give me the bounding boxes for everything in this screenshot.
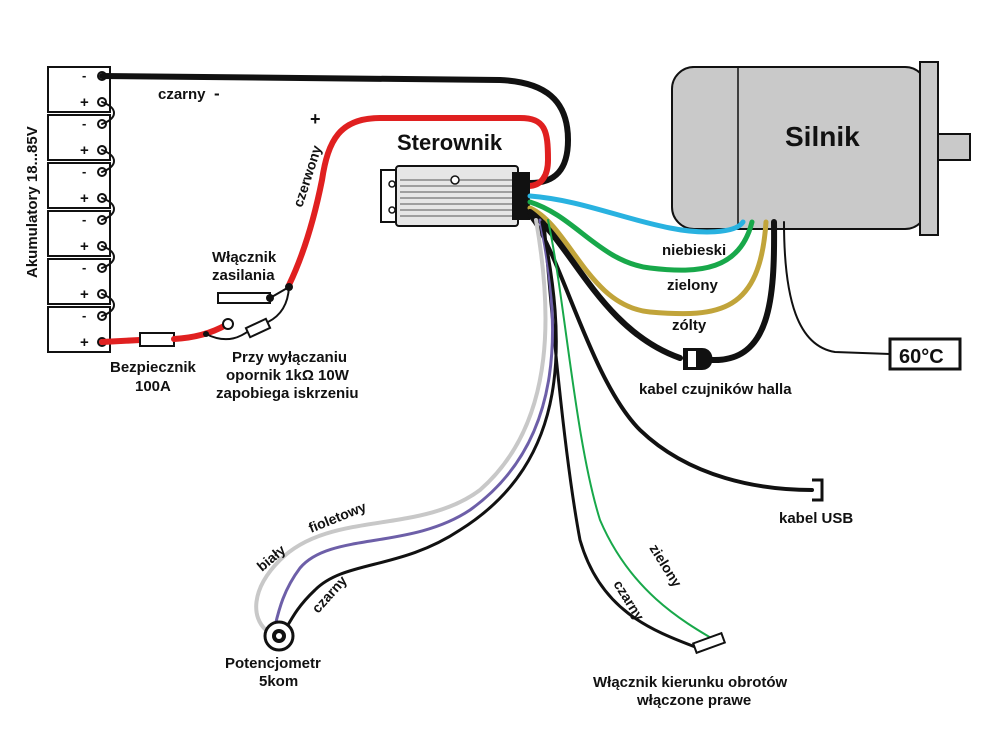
battery-cell: - + bbox=[47, 306, 111, 353]
label-czarny-top-sign: - bbox=[214, 84, 220, 103]
svg-text:+: + bbox=[80, 190, 89, 207]
wire-black-pot bbox=[282, 220, 558, 634]
battery-cell: - + bbox=[47, 210, 111, 257]
wire-thermistor bbox=[783, 221, 891, 355]
svg-text:-: - bbox=[82, 212, 86, 227]
power-switch bbox=[217, 292, 271, 304]
temp-label: 60°C bbox=[899, 346, 944, 368]
fuse bbox=[139, 332, 175, 347]
batteries-label: Akumulatory 18...85V bbox=[24, 126, 41, 278]
wire-yellow-phase bbox=[527, 205, 769, 317]
svg-text:+: + bbox=[80, 286, 89, 303]
usb-connector bbox=[812, 478, 824, 502]
switch-label-2: zasilania bbox=[212, 267, 275, 284]
label-zolty: zólty bbox=[672, 317, 707, 334]
wire-red-fuse-to-switch bbox=[171, 322, 229, 342]
label-zielony-phase: zielony bbox=[667, 277, 719, 294]
wire-hall-cable-motor bbox=[709, 219, 778, 364]
resistor-note-3: zapobiega iskrzeniu bbox=[216, 385, 359, 402]
svg-text:+: + bbox=[80, 238, 89, 255]
direction-label-1: Włącznik kierunku obrotów bbox=[593, 674, 788, 691]
battery-stack: - + - + - + - + - + bbox=[47, 66, 115, 353]
wire-green-phase bbox=[527, 199, 755, 273]
temp-box bbox=[888, 337, 962, 371]
label-czarny-top: czarny bbox=[158, 86, 206, 103]
label-zielony-direction: zielony bbox=[646, 541, 685, 590]
fuse-label-1: Bezpiecznik bbox=[110, 359, 197, 376]
resistor bbox=[244, 317, 272, 339]
potentiometer bbox=[263, 620, 295, 652]
svg-text:-: - bbox=[82, 68, 86, 83]
motor-label: Silnik bbox=[785, 121, 860, 152]
wire-blue bbox=[527, 193, 746, 235]
label-niebieski: niebieski bbox=[662, 242, 726, 259]
controller-box bbox=[380, 165, 530, 227]
hall-label: kabel czujników halla bbox=[639, 381, 792, 398]
svg-text:+: + bbox=[80, 334, 89, 351]
wire-white bbox=[254, 218, 548, 632]
motor bbox=[671, 61, 971, 236]
svg-text:-: - bbox=[82, 308, 86, 323]
hall-connector bbox=[683, 348, 713, 370]
battery-cell: - + bbox=[47, 162, 111, 209]
controller-label: Sterownik bbox=[397, 130, 503, 155]
label-czerwony-sign: + bbox=[310, 109, 321, 129]
fuse-label-2: 100A bbox=[135, 378, 171, 395]
usb-label: kabel USB bbox=[779, 510, 853, 527]
wire-red-positive bbox=[286, 115, 551, 288]
battery-cell: - + bbox=[47, 114, 111, 161]
battery-cell: - + bbox=[47, 258, 111, 305]
svg-text:-: - bbox=[82, 116, 86, 131]
resistor-note-1: Przy wyłączaniu bbox=[232, 349, 347, 366]
direction-switch bbox=[691, 631, 727, 655]
switch-label-1: Włącznik bbox=[212, 249, 277, 266]
svg-text:+: + bbox=[80, 94, 89, 111]
pot-label-2: 5kom bbox=[259, 673, 298, 690]
switch-terminal bbox=[222, 318, 234, 330]
wire-red-battery-to-fuse bbox=[99, 337, 143, 345]
wire-green-direction bbox=[547, 219, 719, 643]
wire-violet bbox=[272, 218, 555, 632]
resistor-note-2: opornik 1kΩ 10W bbox=[226, 367, 350, 384]
wire-black-negative bbox=[99, 73, 571, 186]
pot-label-1: Potencjometr bbox=[225, 655, 321, 672]
svg-text:-: - bbox=[82, 164, 86, 179]
svg-text:+: + bbox=[80, 142, 89, 159]
direction-label-2: włączone prawe bbox=[636, 692, 751, 709]
svg-text:-: - bbox=[82, 260, 86, 275]
